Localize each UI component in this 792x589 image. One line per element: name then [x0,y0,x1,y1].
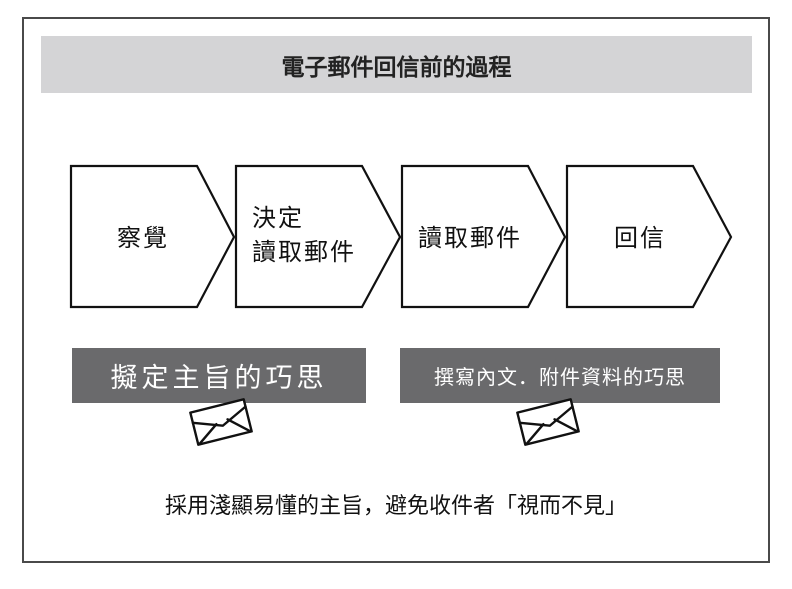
body-attachment-tips-banner: 撰寫內文．附件資料的巧思 [400,348,720,403]
step-3-text: 讀取郵件 [418,224,522,252]
step-2-text-line2: 讀取郵件 [252,238,356,266]
diagram-title: 電子郵件回信前的過程 [281,53,512,80]
title-bar: 電子郵件回信前的過程 [41,36,752,93]
step-shape-4 [565,164,733,309]
caption-text: 採用淺顯易懂的主旨，避免收件者「視而不見」 [164,493,627,518]
step-2-label: 決定 讀取郵件 [252,203,356,267]
envelope-icon [516,398,580,446]
step-1-text: 察覺 [117,224,169,252]
step-4-label: 回信 [614,223,666,253]
step-shape-1 [69,164,236,309]
body-attachment-tips-label: 撰寫內文．附件資料的巧思 [434,365,686,389]
subject-tips-banner: 擬定主旨的巧思 [72,348,366,403]
step-1-label: 察覺 [117,223,169,253]
step-4-text: 回信 [614,224,666,252]
step-3-label: 讀取郵件 [418,223,522,253]
step-2-text-line1: 決定 [252,204,304,232]
envelope-icon [189,398,253,446]
subject-tips-label: 擬定主旨的巧思 [110,363,328,394]
step-shape-2 [234,164,402,309]
step-shape-3 [400,164,567,309]
